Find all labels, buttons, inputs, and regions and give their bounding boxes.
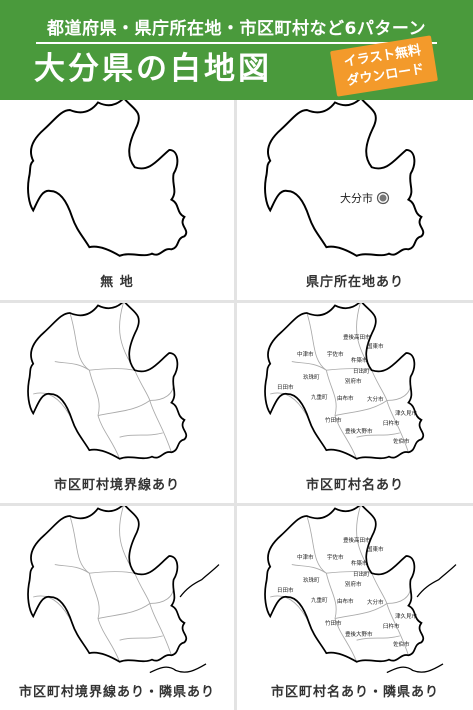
city-label: 竹田市 [325, 619, 342, 627]
oita-outline-map [27, 100, 188, 257]
city-label: 宇佐市 [327, 553, 344, 561]
city-label: 日出町 [353, 570, 370, 578]
free-download-badge[interactable]: イラスト無料 ダウンロード [330, 35, 438, 97]
city-label: 宇佐市 [327, 350, 344, 358]
city-label: 日田市 [277, 383, 294, 391]
panel-names-neighbor-map[interactable]: 豊後高田市 国東市 中津市 宇佐市 杵築市 日出町 日田市 玖珠町 別府市 九重… [237, 506, 473, 710]
capital-label: 大分市 [340, 191, 373, 205]
city-label: 九重町 [311, 596, 328, 604]
city-label: 九重町 [311, 393, 328, 401]
page-title: 大分県の白地図 [34, 51, 272, 87]
city-label: 国東市 [367, 342, 384, 350]
city-label: 玖珠町 [303, 373, 320, 381]
oita-borders-neighbor-map [27, 506, 220, 674]
city-label: 杵築市 [351, 559, 368, 567]
city-label: 佐伯市 [393, 437, 410, 445]
city-label: 豊後高田市 [343, 536, 371, 544]
city-label: 臼杵市 [383, 622, 400, 630]
panel-borders-map[interactable]: 市区町村境界線あり [0, 303, 234, 503]
panel-names-map[interactable]: 豊後高田市 国東市 中津市 宇佐市 杵築市 日出町 日田市 玖珠町 別府市 九重… [237, 303, 473, 503]
city-label: 大分市 [367, 395, 384, 403]
city-label: 中津市 [297, 553, 314, 561]
city-label: 津久見市 [395, 612, 418, 620]
city-label: 佐伯市 [393, 640, 410, 648]
city-label: 玖珠町 [303, 576, 320, 584]
city-label: 国東市 [367, 545, 384, 553]
city-label: 豊後大野市 [345, 427, 373, 435]
panel-caption: 県庁所在地あり [305, 275, 404, 290]
city-label: 豊後高田市 [343, 333, 371, 341]
header-divider [36, 42, 437, 44]
header-subtitle: 都道府県・県庁所在地・市区町村など6パターン [47, 19, 426, 39]
city-label: 由布市 [337, 394, 354, 402]
city-label: 別府市 [345, 580, 362, 588]
city-label: 津久見市 [395, 409, 418, 417]
oita-capital-map: 大分市 [264, 100, 425, 257]
panel-caption: 無 地 [100, 275, 134, 290]
city-label: 由布市 [337, 597, 354, 605]
oita-borders-map [27, 303, 188, 460]
panel-borders-neighbor-map[interactable]: 市区町村境界線あり・隣県あり [0, 506, 234, 710]
panel-capital-map[interactable]: 大分市 県庁所在地あり [237, 100, 473, 300]
city-label: 臼杵市 [383, 419, 400, 427]
panel-caption: 市区町村名あり・隣県あり [270, 685, 439, 700]
map-panel-grid: 無 地 大分市 県庁所在地あり 市区町村境界線あり 豊後高田市 [0, 100, 473, 710]
city-label: 日田市 [277, 586, 294, 594]
city-label: 中津市 [297, 350, 314, 358]
city-label: 大分市 [367, 598, 384, 606]
city-label: 豊後大野市 [345, 630, 373, 638]
panel-caption: 市区町村境界線あり・隣県あり [18, 685, 215, 700]
city-label: 杵築市 [351, 356, 368, 364]
city-label: 竹田市 [325, 416, 342, 424]
panel-caption: 市区町村名あり [305, 478, 404, 493]
header-banner: 都道府県・県庁所在地・市区町村など6パターン 大分県の白地図 イラスト無料 ダウ… [0, 0, 473, 100]
oita-names-map: 豊後高田市 国東市 中津市 宇佐市 杵築市 日出町 日田市 玖珠町 別府市 九重… [264, 303, 425, 460]
city-label: 日出町 [353, 367, 370, 375]
oita-names-neighbor-map: 豊後高田市 国東市 中津市 宇佐市 杵築市 日出町 日田市 玖珠町 別府市 九重… [264, 506, 457, 674]
panel-caption: 市区町村境界線あり [53, 478, 180, 493]
city-label: 別府市 [345, 377, 362, 385]
panel-plain-map[interactable]: 無 地 [0, 100, 234, 300]
